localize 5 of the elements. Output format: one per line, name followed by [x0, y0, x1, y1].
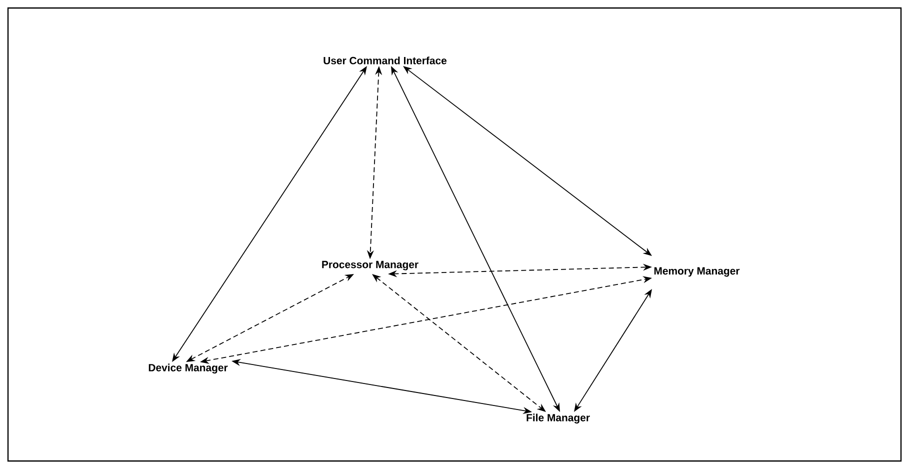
node-label: Device Manager [148, 364, 228, 374]
node-label: Processor Manager [322, 260, 418, 270]
node-label: Memory Manager [654, 267, 740, 277]
node-label: File Manager [526, 414, 590, 424]
node-label: User Command Interface [324, 56, 447, 64]
